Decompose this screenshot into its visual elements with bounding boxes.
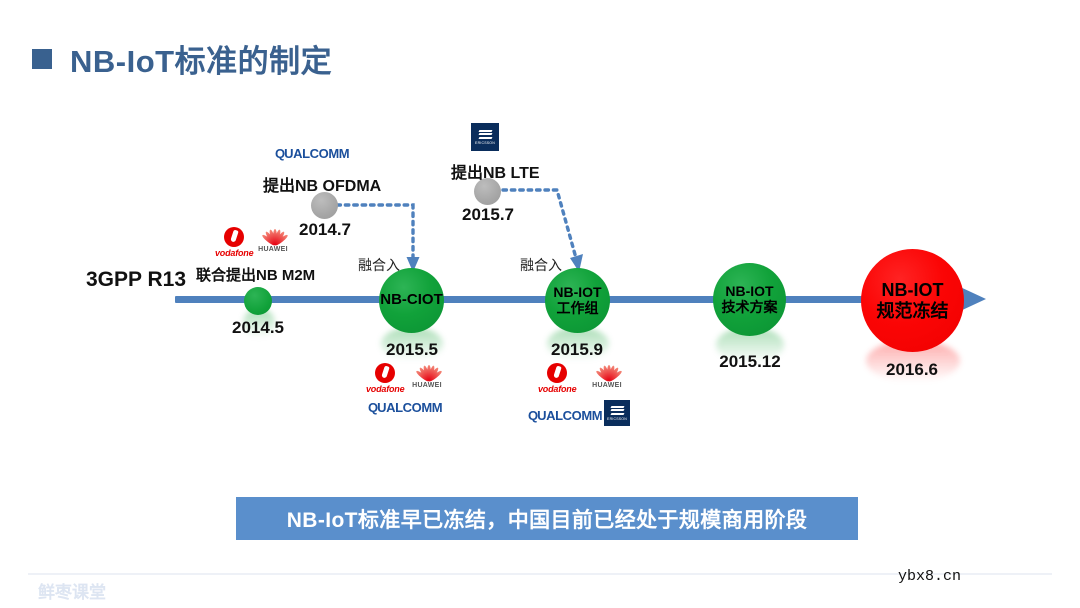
milestone-label-nb-ciot-line1: NB-CIOT bbox=[380, 291, 443, 309]
title-bullet-icon bbox=[32, 48, 52, 69]
watermark-right: ybx8.cn bbox=[898, 568, 962, 585]
vodafone-mark-icon bbox=[547, 363, 568, 383]
footer-divider bbox=[28, 573, 1052, 575]
proposal-node-nb-ofdma[interactable] bbox=[311, 192, 338, 219]
qualcomm-logo-nb-ciot: QUALCOMM bbox=[368, 400, 443, 415]
qualcomm-logo-workgroup: QUALCOMM bbox=[528, 408, 603, 423]
huawei-mark-icon bbox=[412, 364, 443, 383]
ericsson-wordmark: ERICSSON bbox=[607, 416, 627, 421]
vodafone-wordmark: vodafone bbox=[215, 248, 254, 258]
milestone-node-nb-m2m[interactable] bbox=[244, 287, 272, 315]
milestone-date-nb-iot-frozen: 2016.6 bbox=[886, 360, 938, 379]
ericsson-logo-nb-lte: ERICSSON bbox=[471, 123, 499, 151]
milestone-node-nb-iot-frozen[interactable]: NB-IOT 规范冻结 bbox=[861, 249, 964, 352]
proposal-caption-nb-lte: 提出NB LTE bbox=[451, 165, 540, 182]
proposal-date-nb-ofdma: 2014.7 bbox=[299, 220, 351, 239]
vodafone-logo-workgroup: vodafone bbox=[538, 363, 577, 394]
huawei-logo-nb-m2m: HUAWEI bbox=[258, 228, 289, 253]
qualcomm-q-glyph: Q bbox=[275, 146, 285, 161]
qualcomm-wordmark: UALCOMM bbox=[537, 408, 603, 423]
timeline-axis-label: 3GPP R13 bbox=[86, 268, 187, 291]
page-title: NB-IoT标准的制定 bbox=[32, 36, 332, 81]
huawei-mark-icon bbox=[592, 364, 623, 383]
milestone-label-tech-line1: NB-IOT bbox=[725, 282, 774, 299]
huawei-wordmark: HUAWEI bbox=[592, 382, 622, 389]
qualcomm-q-glyph: Q bbox=[528, 408, 538, 423]
milestone-label-workgroup-line1: NB-IOT bbox=[553, 283, 602, 300]
qualcomm-wordmark: UALCOMM bbox=[284, 146, 350, 161]
qualcomm-logo-nb-ofdma: QUALCOMM bbox=[275, 146, 350, 161]
huawei-wordmark: HUAWEI bbox=[258, 246, 288, 253]
vodafone-logo-nb-ciot: vodafone bbox=[366, 363, 405, 394]
milestone-node-nb-iot-tech[interactable]: NB-IOT 技术方案 bbox=[713, 263, 786, 336]
milestone-node-nb-iot-workgroup[interactable]: NB-IOT 工作组 bbox=[545, 268, 610, 333]
ericsson-logo-workgroup: ERICSSON bbox=[604, 400, 630, 426]
title-text: NB-IoT标准的制定 bbox=[70, 44, 333, 79]
vodafone-wordmark: vodafone bbox=[538, 384, 577, 394]
qualcomm-q-glyph: Q bbox=[368, 400, 378, 415]
milestone-date-nb-ciot: 2015.5 bbox=[386, 340, 438, 359]
milestone-date-nb-m2m: 2014.5 bbox=[232, 318, 284, 337]
milestone-label-workgroup-line2: 工作组 bbox=[556, 299, 599, 316]
proposal-node-nb-lte[interactable] bbox=[474, 178, 501, 205]
milestone-caption-nb-m2m: 联合提出NB M2M bbox=[196, 267, 316, 284]
huawei-logo-workgroup: HUAWEI bbox=[592, 364, 623, 389]
merge-label-nb-ofdma: 融合入 bbox=[358, 257, 400, 273]
huawei-mark-icon bbox=[258, 228, 289, 247]
merge-label-nb-lte: 融合入 bbox=[520, 257, 562, 273]
milestone-date-nb-iot-tech: 2015.12 bbox=[719, 352, 781, 371]
ericsson-wordmark: ERICSSON bbox=[475, 140, 495, 145]
milestone-date-nb-iot-workgroup: 2015.9 bbox=[551, 340, 603, 359]
ericsson-mark-icon bbox=[610, 405, 624, 415]
proposal-date-nb-lte: 2015.7 bbox=[462, 205, 514, 224]
milestone-label-frozen-line2: 规范冻结 bbox=[876, 300, 949, 321]
proposal-caption-nb-ofdma: 提出NB OFDMA bbox=[263, 178, 382, 195]
summary-banner: NB-IoT标准早已冻结，中国目前已经处于规模商用阶段 bbox=[236, 497, 858, 540]
vodafone-mark-icon bbox=[224, 227, 245, 247]
vodafone-logo-nb-m2m: vodafone bbox=[215, 227, 254, 258]
ericsson-mark-icon bbox=[478, 129, 492, 139]
qualcomm-wordmark: UALCOMM bbox=[377, 400, 443, 415]
milestone-label-tech-line2: 技术方案 bbox=[721, 298, 778, 315]
summary-banner-text: NB-IoT标准早已冻结，中国目前已经处于规模商用阶段 bbox=[286, 508, 808, 532]
huawei-logo-nb-ciot: HUAWEI bbox=[412, 364, 443, 389]
vodafone-wordmark: vodafone bbox=[366, 384, 405, 394]
milestone-label-frozen-line1: NB-IOT bbox=[881, 280, 944, 301]
huawei-wordmark: HUAWEI bbox=[412, 382, 442, 389]
milestone-node-nb-ciot[interactable]: NB-CIOT bbox=[379, 268, 444, 333]
vodafone-mark-icon bbox=[375, 363, 396, 383]
watermark-left: 鲜枣课堂 bbox=[38, 583, 106, 602]
